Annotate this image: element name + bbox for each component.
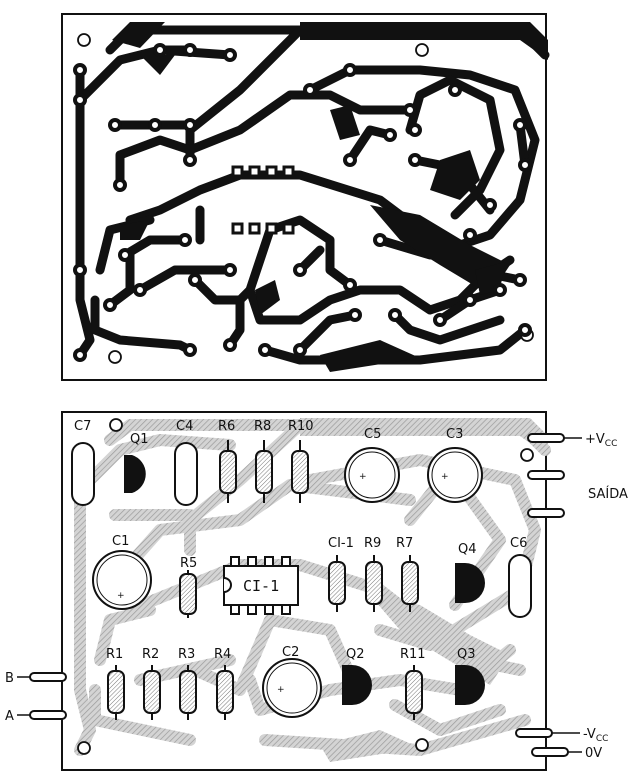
electrolytic-c2: + C2 — [262, 645, 322, 718]
resistor-r7: R9 — [364, 536, 383, 612]
ic-ci1: CI-1 — [223, 556, 299, 615]
input-a-label: A — [5, 709, 14, 724]
copper-side-board — [61, 13, 550, 381]
c5-label: C5 — [364, 427, 381, 442]
mounting-holes-component — [77, 418, 534, 755]
svg-text:R2: R2 — [142, 647, 159, 662]
resistor-r11: R11 — [400, 647, 426, 720]
saida-label: SAÍDA — [588, 486, 628, 502]
svg-text:R7: R7 — [396, 536, 413, 551]
terminal-saida-2 — [527, 508, 565, 518]
terminal-zero-v — [531, 747, 569, 757]
svg-text:R5: R5 — [180, 556, 197, 571]
ci1-label: CI-1 — [243, 577, 279, 595]
svg-text:R9: R9 — [364, 536, 381, 551]
c1-label: C1 — [112, 534, 129, 549]
resistors: R6 R8 R10 R5 CI-1 — [106, 419, 426, 720]
electrolytic-c3: + C3 — [427, 427, 483, 503]
electrolytic-c5: + C5 — [344, 427, 400, 503]
vcc-neg-label: -VCC — [583, 727, 608, 744]
resistor-r6: R6 — [218, 419, 237, 503]
terminal-vcc-neg — [515, 728, 553, 738]
svg-text:R3: R3 — [178, 647, 195, 662]
c5-polarity: + — [359, 472, 367, 482]
q1-label: Q1 — [130, 432, 149, 447]
resistor-r12: R7 — [396, 536, 419, 612]
c1-polarity: + — [117, 591, 125, 601]
capacitor-c4: C4 — [174, 419, 198, 506]
c7-label: C7 — [74, 419, 91, 434]
resistor-r1: R1 — [106, 647, 125, 720]
resistor-r4: R4 — [214, 647, 234, 720]
svg-text:R6: R6 — [218, 419, 235, 434]
svg-text:R8: R8 — [254, 419, 271, 434]
shadow-pads — [300, 418, 548, 762]
resistor-r10: R10 — [288, 419, 314, 503]
terminal-vcc-pos — [527, 433, 565, 443]
svg-text:R10: R10 — [288, 419, 314, 434]
c4-label: C4 — [176, 419, 193, 434]
resistor-r5: R5 — [179, 556, 197, 618]
svg-text:R1: R1 — [106, 647, 123, 662]
transistor-q2: Q2 — [342, 647, 372, 705]
resistor-r9: CI-1 — [328, 536, 354, 612]
terminal-b — [29, 672, 67, 682]
c2-polarity: + — [277, 685, 285, 695]
svg-text:R4: R4 — [214, 647, 231, 662]
c6-label: C6 — [510, 536, 527, 551]
c3-polarity: + — [441, 472, 449, 482]
transistor-q4: Q4 — [455, 542, 485, 603]
capacitor-c6: C6 — [508, 536, 532, 618]
q3-label: Q3 — [457, 647, 476, 662]
component-side-board: C7 C4 C6 Q1 Q4 Q2 Q3 — [5, 411, 628, 771]
resistor-r2: R2 — [142, 647, 161, 720]
electrolytic-c1: + C1 — [92, 534, 152, 610]
terminal-leader-lines — [17, 437, 582, 753]
terminal-a — [29, 710, 67, 720]
transistor-q3: Q3 — [455, 647, 485, 705]
zero-v-label: 0V — [585, 746, 602, 761]
vcc-pos-label: +VCC — [585, 432, 617, 449]
terminal-saida-1 — [527, 470, 565, 480]
input-b-label: B — [5, 671, 14, 686]
capacitor-c7: C7 — [71, 419, 95, 506]
svg-text:CI-1: CI-1 — [328, 536, 354, 551]
ic-footprint-pads — [231, 165, 295, 235]
resistor-r3: R3 — [178, 647, 197, 720]
copper-pads-filled — [112, 22, 548, 372]
resistor-r8: R8 — [254, 419, 273, 503]
c2-label: C2 — [282, 645, 299, 660]
output-terminals — [29, 433, 569, 757]
transistor-q1: Q1 — [124, 432, 149, 493]
solder-pads — [73, 43, 532, 362]
svg-text:R11: R11 — [400, 647, 426, 662]
q4-label: Q4 — [458, 542, 477, 557]
q2-label: Q2 — [346, 647, 365, 662]
c3-label: C3 — [446, 427, 463, 442]
